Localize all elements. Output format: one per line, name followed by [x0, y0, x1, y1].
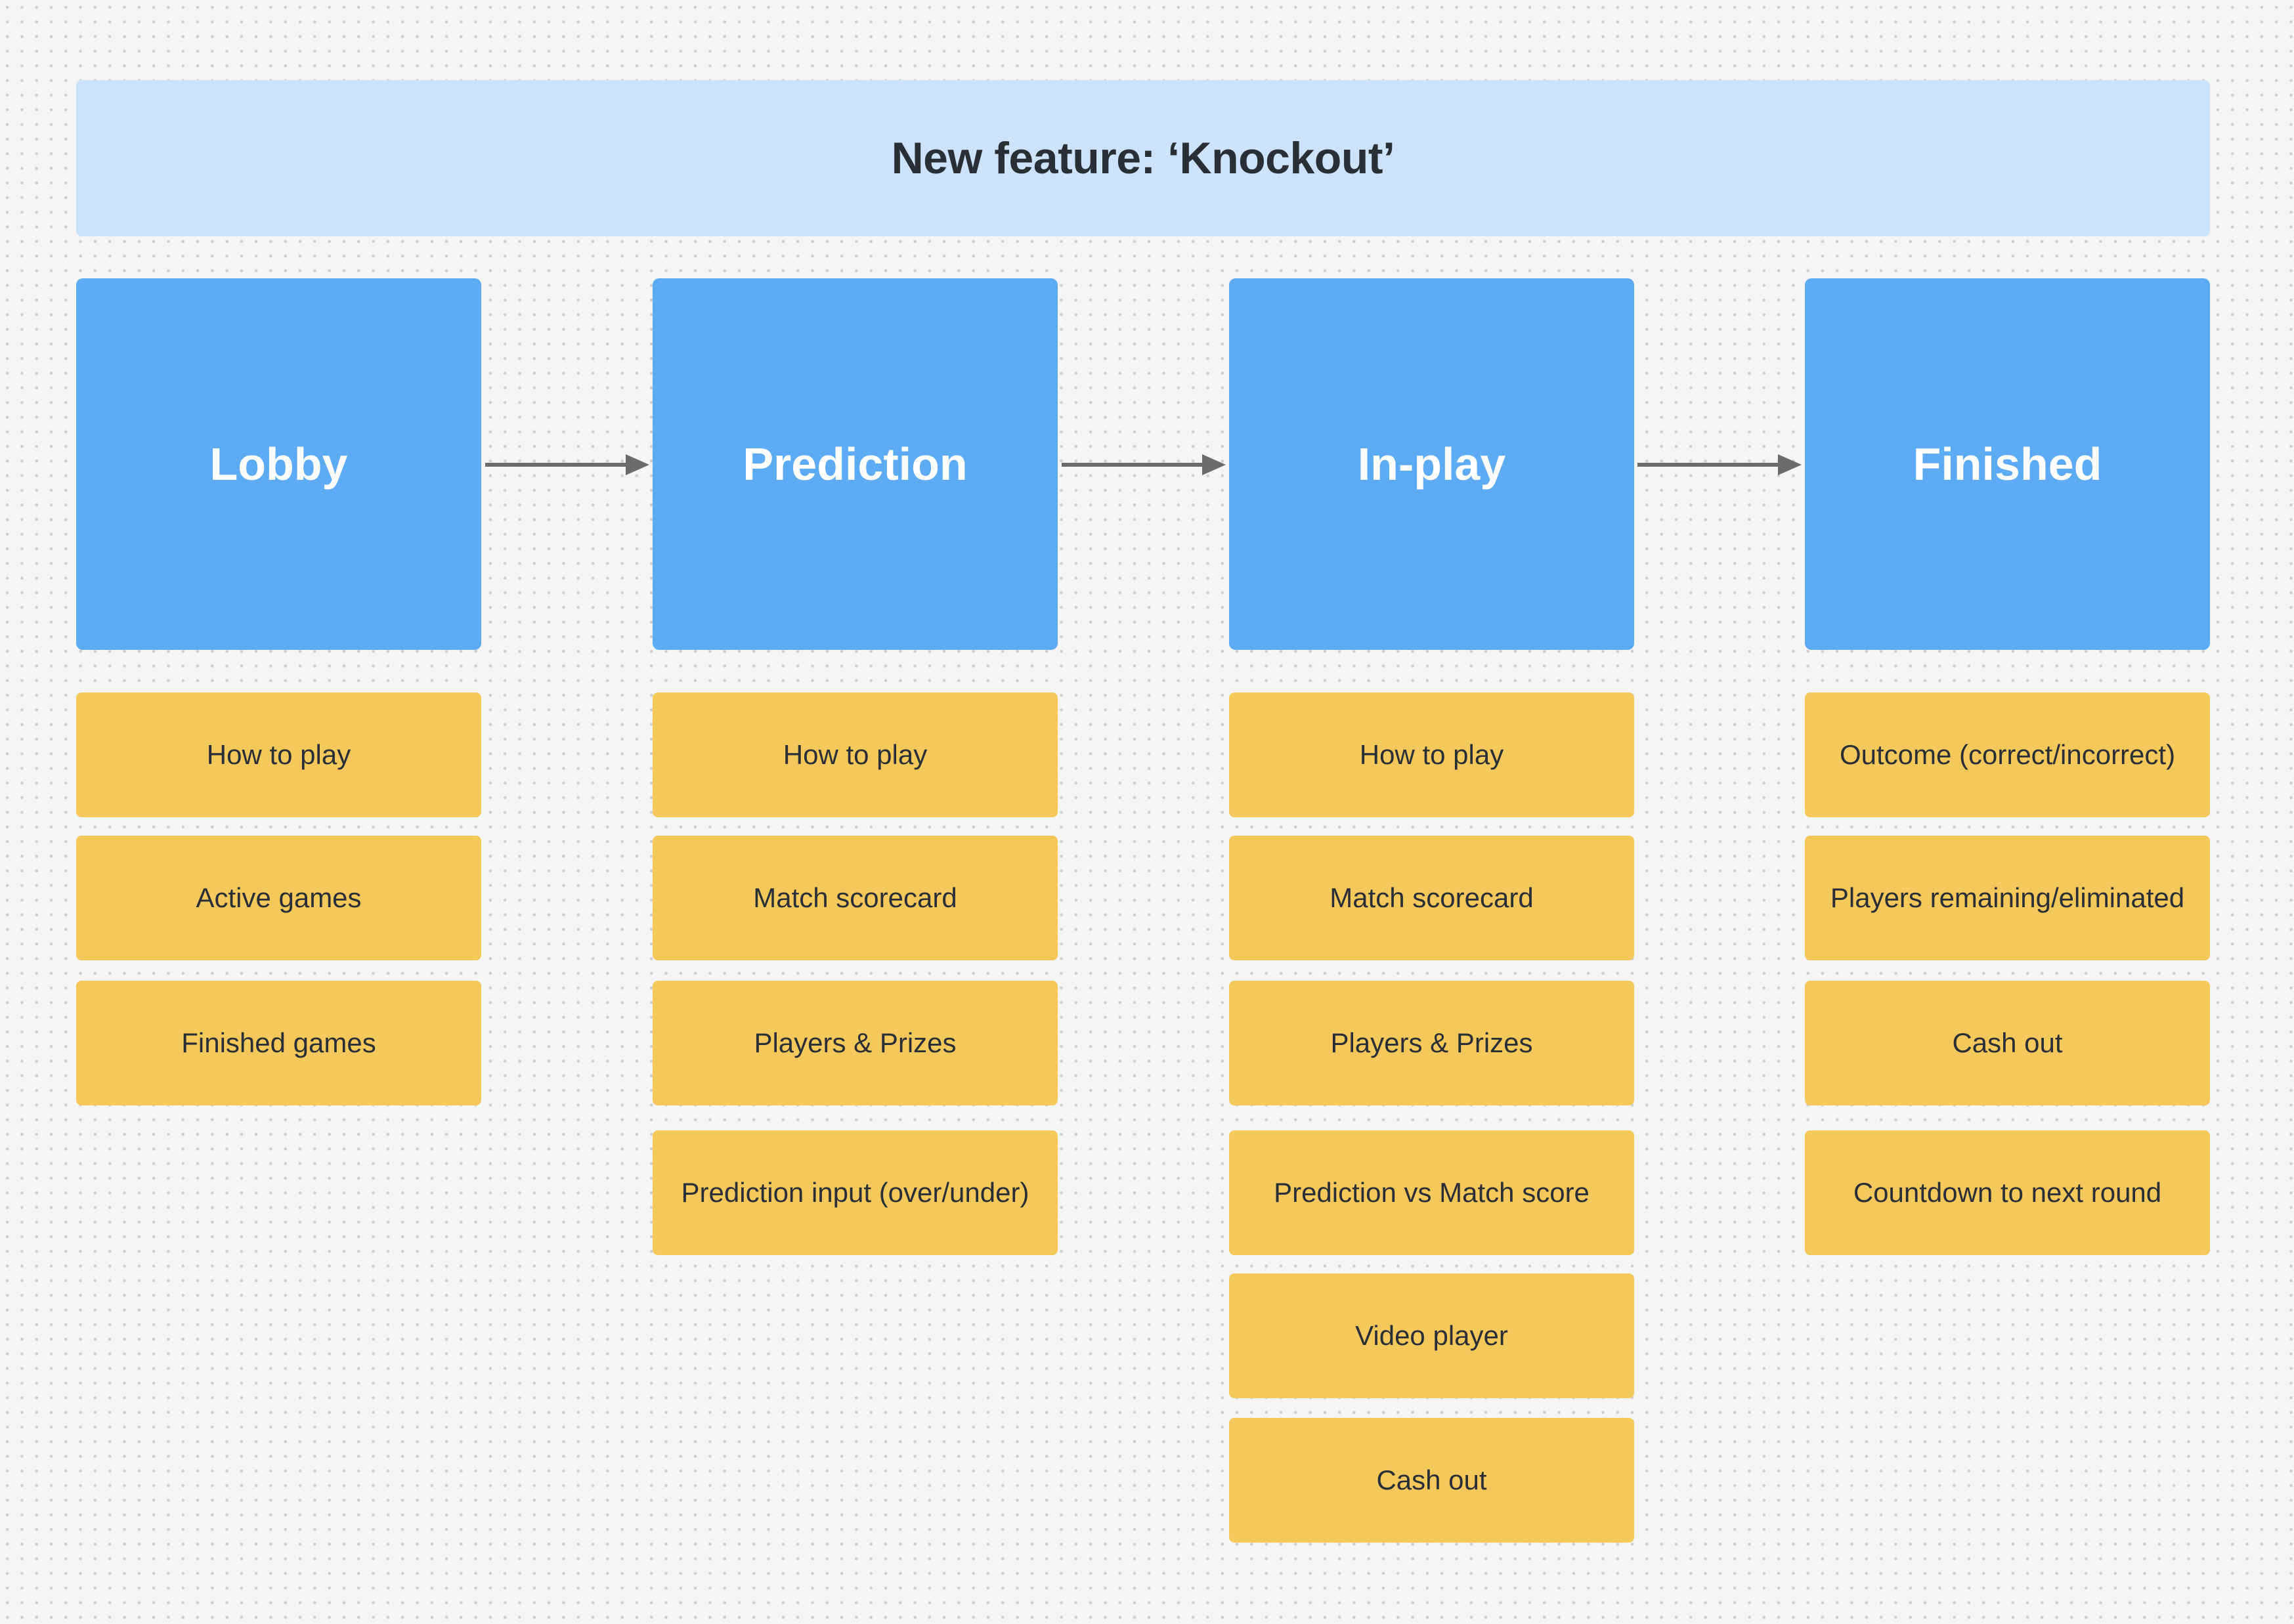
sticky-note: Finished games	[76, 981, 481, 1105]
sticky-note-label: Active games	[196, 882, 362, 913]
stage-label: Finished	[1913, 438, 2102, 490]
sticky-note-label: Prediction input (over/under)	[681, 1177, 1029, 1208]
sticky-note: Match scorecard	[653, 836, 1058, 960]
sticky-note: Countdown to next round	[1805, 1130, 2210, 1255]
arrow-right-icon	[1637, 454, 1802, 475]
sticky-note-label: Outcome (correct/incorrect)	[1839, 739, 2176, 770]
sticky-note: Outcome (correct/incorrect)	[1805, 693, 2210, 817]
sticky-note: Prediction vs Match score	[1229, 1130, 1634, 1255]
stage-in-play: In-play	[1229, 278, 1634, 650]
sticky-note-label: Finished games	[181, 1027, 376, 1058]
arrow-right-icon	[485, 454, 649, 475]
stage-label: Lobby	[209, 438, 348, 490]
sticky-note-label: Cash out	[1376, 1464, 1487, 1495]
sticky-note-label: How to play	[783, 739, 928, 770]
sticky-note-label: How to play	[1359, 739, 1504, 770]
sticky-note-label: Cash out	[1952, 1027, 2063, 1058]
sticky-note-label: Video player	[1355, 1320, 1508, 1351]
sticky-note-label: Match scorecard	[753, 882, 957, 913]
sticky-note: Match scorecard	[1229, 836, 1634, 960]
stage-label: In-play	[1357, 438, 1506, 490]
sticky-note: Video player	[1229, 1273, 1634, 1398]
sticky-note-label: Players remaining/eliminated	[1830, 882, 2185, 913]
sticky-note-label: How to play	[206, 739, 351, 770]
sticky-note-label: Players & Prizes	[1330, 1027, 1533, 1058]
stage-lobby: Lobby	[76, 278, 481, 650]
sticky-note: Active games	[76, 836, 481, 960]
sticky-note-label: Countdown to next round	[1853, 1177, 2162, 1208]
sticky-note: Players remaining/eliminated	[1805, 836, 2210, 960]
stage-finished: Finished	[1805, 278, 2210, 650]
sticky-note: Cash out	[1229, 1418, 1634, 1543]
arrow-right-icon	[1062, 454, 1226, 475]
sticky-note: Players & Prizes	[653, 981, 1058, 1105]
sticky-note-label: Players & Prizes	[754, 1027, 957, 1058]
sticky-note: Prediction input (over/under)	[653, 1130, 1058, 1255]
sticky-note-label: Prediction vs Match score	[1274, 1177, 1590, 1208]
page-title: New feature: ‘Knockout’	[891, 133, 1395, 183]
sticky-note: How to play	[1229, 693, 1634, 817]
sticky-note: Players & Prizes	[1229, 981, 1634, 1105]
sticky-note: How to play	[653, 693, 1058, 817]
stage-prediction: Prediction	[653, 278, 1058, 650]
stage-label: Prediction	[743, 438, 968, 490]
sticky-note-label: Match scorecard	[1330, 882, 1534, 913]
sticky-note: How to play	[76, 693, 481, 817]
title-banner: New feature: ‘Knockout’	[76, 80, 2210, 236]
sticky-note: Cash out	[1805, 981, 2210, 1105]
